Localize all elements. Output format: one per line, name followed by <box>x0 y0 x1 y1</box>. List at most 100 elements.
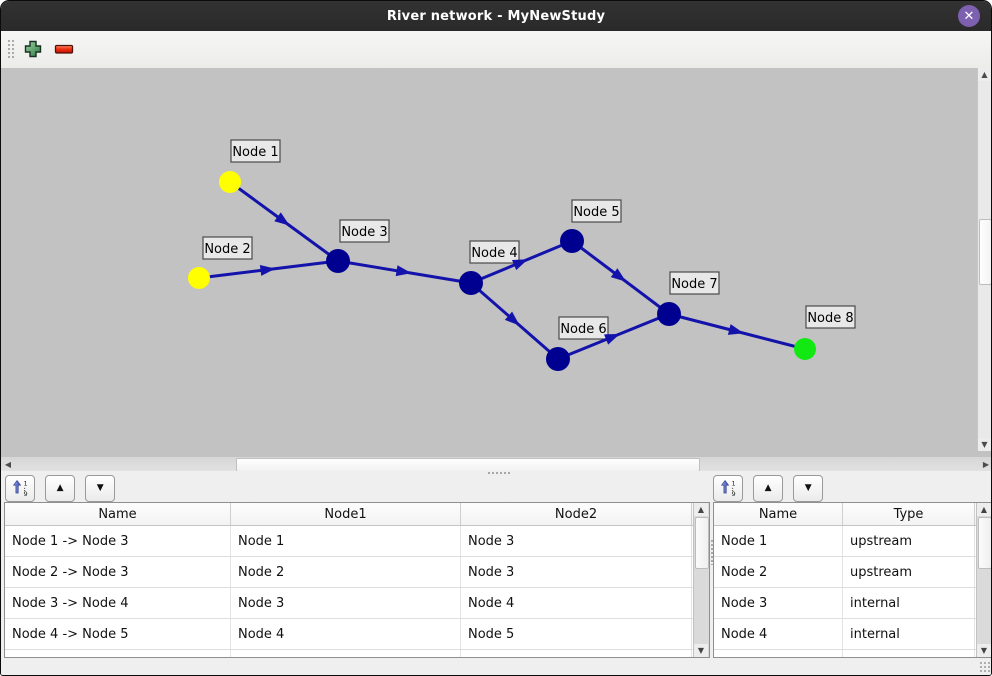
table-cell: Node 4 <box>714 619 843 649</box>
river-network-canvas[interactable]: Node 1 Node 2 Node 3 Node 4 Node 5 Node 6 Node… <box>1 68 991 456</box>
node-label-node-1[interactable]: Node 1 <box>230 139 281 163</box>
sort-button[interactable]: 1 9 <box>5 475 35 502</box>
move-up-button[interactable]: ▲ <box>753 475 784 502</box>
scroll-left-icon[interactable]: ◀ <box>4 460 12 469</box>
sort-ascending-icon: 1 9 <box>12 480 28 498</box>
graph-node-6[interactable] <box>546 347 570 371</box>
column-header[interactable]: Name <box>714 503 843 525</box>
column-header[interactable]: Type <box>843 503 975 525</box>
sort-button[interactable]: 1 9 <box>713 475 743 502</box>
table-scrollbar-thumb[interactable] <box>695 517 709 569</box>
svg-text:9: 9 <box>732 490 736 497</box>
graph-node-3[interactable] <box>326 249 350 273</box>
table-cell: Node 3 <box>231 588 461 618</box>
close-button[interactable]: ✕ <box>958 5 980 27</box>
node-label-node-2[interactable]: Node 2 <box>202 236 253 260</box>
node-label-text: Node 7 <box>671 277 717 292</box>
edge-node-5-to-node-7[interactable] <box>571 239 670 316</box>
node-label-node-4[interactable]: Node 4 <box>469 240 520 264</box>
table-cell <box>231 650 461 657</box>
edge-node-7-to-node-8[interactable] <box>668 312 806 351</box>
edge-node-3-to-node-4[interactable] <box>337 259 472 285</box>
scroll-right-icon[interactable]: ▶ <box>982 460 990 469</box>
column-header[interactable]: Node1 <box>231 503 461 525</box>
node-label-node-5[interactable]: Node 5 <box>571 199 622 223</box>
title-bar[interactable]: River network - MyNewStudy ✕ <box>1 1 991 31</box>
node-label-node-8[interactable]: Node 8 <box>805 305 856 329</box>
table-cell: upstream <box>843 557 975 587</box>
move-up-button[interactable]: ▲ <box>45 475 76 502</box>
graph-node-7[interactable] <box>657 302 681 326</box>
column-header[interactable]: Name <box>5 503 231 525</box>
table-cell: Node 5 <box>461 619 692 649</box>
horizontal-scrollbar-thumb[interactable] <box>236 458 700 472</box>
minus-icon <box>54 44 74 54</box>
edge-node-4-to-node-5[interactable] <box>470 239 573 285</box>
node-label-node-3[interactable]: Node 3 <box>339 219 390 243</box>
graph-node-4[interactable] <box>459 271 483 295</box>
graph-node-1[interactable] <box>219 171 241 193</box>
sort-ascending-icon: 1 9 <box>720 480 736 498</box>
table-cell: Node 4 <box>231 619 461 649</box>
table-cell <box>843 650 975 657</box>
scroll-down-icon[interactable]: ▼ <box>978 438 991 451</box>
vertical-scrollbar-thumb[interactable] <box>979 219 991 285</box>
graph-node-5[interactable] <box>560 229 584 253</box>
edge-node-6-to-node-7[interactable] <box>557 312 670 361</box>
table-cell: Node 3 <box>461 557 692 587</box>
scroll-down-icon[interactable]: ▼ <box>977 644 991 657</box>
scroll-down-icon[interactable]: ▼ <box>694 644 708 657</box>
river-network-graph[interactable]: Node 1 Node 2 Node 3 Node 4 Node 5 Node 6 Node… <box>1 68 981 456</box>
branch-table-scrollbar[interactable]: ▲ ▼ <box>693 503 709 657</box>
add-node-button[interactable] <box>20 36 46 62</box>
canvas-vertical-scrollbar[interactable]: ▲ ▼ <box>977 68 991 451</box>
graph-node-8[interactable] <box>794 338 816 360</box>
splitter-handle[interactable] <box>487 471 511 476</box>
svg-text:1: 1 <box>732 480 736 488</box>
canvas-horizontal-scrollbar[interactable]: ◀ ▶ <box>1 456 991 473</box>
table-cell <box>714 650 843 657</box>
table-scrollbar-thumb[interactable] <box>978 517 991 569</box>
node-label-node-7[interactable]: Node 7 <box>669 271 720 295</box>
svg-text:1: 1 <box>24 480 28 488</box>
edge-node-4-to-node-6[interactable] <box>470 281 559 361</box>
node-label-text: Node 2 <box>204 242 250 257</box>
window-resize-grip[interactable] <box>979 661 990 672</box>
scroll-up-icon[interactable]: ▲ <box>978 68 991 81</box>
column-header[interactable]: Node2 <box>461 503 692 525</box>
table-cell: Node 1 -> Node 3 <box>5 526 231 556</box>
down-triangle-icon: ▼ <box>804 483 812 493</box>
table-row[interactable] <box>5 650 709 657</box>
move-down-button[interactable]: ▼ <box>793 475 824 502</box>
main-toolbar <box>1 31 991 69</box>
edge-node-1-to-node-3[interactable] <box>229 180 339 263</box>
down-triangle-icon: ▼ <box>96 483 104 493</box>
graph-node-2[interactable] <box>188 267 210 289</box>
node-label-node-6[interactable]: Node 6 <box>558 316 609 340</box>
move-down-button[interactable]: ▼ <box>85 475 116 502</box>
table-row[interactable] <box>714 650 991 657</box>
node-label-text: Node 1 <box>232 145 278 160</box>
table-cell: Node 1 <box>714 526 843 556</box>
scroll-up-icon[interactable]: ▲ <box>977 503 991 516</box>
node-table-scrollbar[interactable]: ▲ ▼ <box>976 503 991 657</box>
scroll-up-icon[interactable]: ▲ <box>694 503 708 516</box>
table-cell: Node 3 <box>714 588 843 618</box>
remove-node-button[interactable] <box>51 36 77 62</box>
toolbar-drag-handle[interactable] <box>7 39 14 60</box>
table-cell: Node 2 -> Node 3 <box>5 557 231 587</box>
edge-node-2-to-node-3[interactable] <box>198 259 339 280</box>
table-splitter-handle[interactable] <box>710 539 715 565</box>
table-cell <box>5 650 231 657</box>
